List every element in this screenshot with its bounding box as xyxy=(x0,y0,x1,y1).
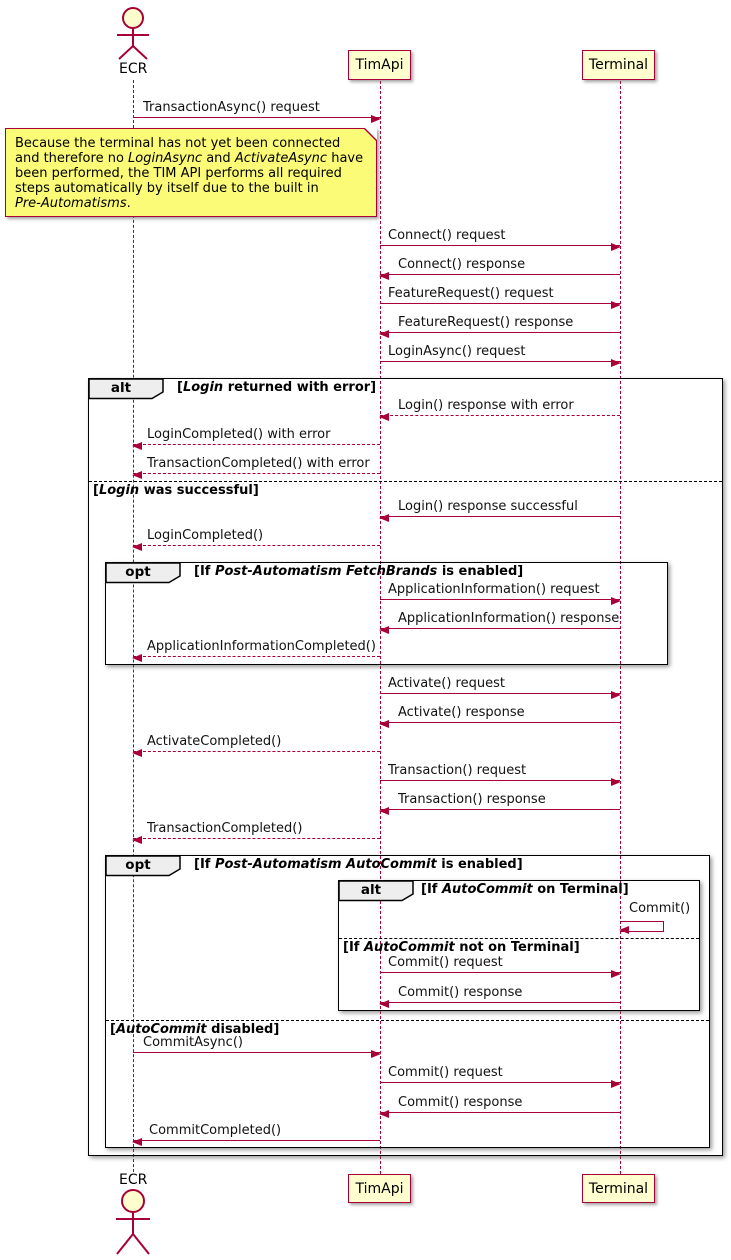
note-line: Pre-Automatisms. xyxy=(15,196,131,211)
actor-icon-bottom xyxy=(116,1189,150,1255)
divider-autocommit-not-on-terminal xyxy=(339,938,699,939)
condition-fetchbrands: [If Post-Automatism FetchBrands is enabl… xyxy=(194,564,524,579)
frame-opt-fetchbrands xyxy=(105,562,668,665)
note-line: Because the terminal has not yet been co… xyxy=(15,136,341,151)
note-line: and therefore no LoginAsync and Activate… xyxy=(15,151,364,166)
message-commit-request-terminal: Commit() request xyxy=(380,954,621,978)
divider-autocommit-disabled xyxy=(106,1020,709,1021)
frame-opt-autocommit-keyword: opt xyxy=(106,856,182,877)
message-commit-request: Commit() request xyxy=(380,1064,621,1088)
note-pre-automatisms: Because the terminal has not yet been co… xyxy=(5,128,377,217)
lifeline-terminal xyxy=(620,81,621,1174)
divider-login-success xyxy=(89,481,722,482)
message-activatecompleted: ActivateCompleted() xyxy=(132,733,380,757)
message-featurerequest-response: FeatureRequest() response xyxy=(379,314,620,338)
participant-timapi-top: TimApi xyxy=(348,50,411,80)
condition-login-error: [Login returned with error] xyxy=(177,380,377,395)
message-login-response-error: Login() response with error xyxy=(379,397,620,421)
message-commit-response-terminal: Commit() response xyxy=(379,984,620,1008)
condition-autocommit-disabled: [AutoCommit disabled] xyxy=(110,1022,280,1037)
note-line: steps automatically by itself due to the… xyxy=(15,181,319,196)
message-applicationinformationcompleted: ApplicationInformationCompleted() xyxy=(132,638,380,662)
frame-alt-login-keyword: alt xyxy=(89,379,165,400)
message-connect-request: Connect() request xyxy=(380,227,621,251)
note-line: been performed, the TIM API performs all… xyxy=(15,166,342,181)
message-logincompleted-error: LoginCompleted() with error xyxy=(132,426,380,450)
lifeline-ecr xyxy=(133,80,134,1172)
message-commit-self: Commit() xyxy=(619,901,700,937)
participant-ecr-bottom: ECR xyxy=(119,1172,148,1188)
frame-alt-terminal-keyword: alt xyxy=(339,881,415,902)
message-activate-request: Activate() request xyxy=(380,675,621,699)
participant-ecr-top: ECR xyxy=(119,61,148,77)
condition-autocommit-on-terminal: [If AutoCommit on Terminal] xyxy=(421,882,629,897)
message-login-response-successful: Login() response successful xyxy=(379,498,620,522)
message-connect-response: Connect() response xyxy=(379,256,620,280)
participant-terminal-bottom: Terminal xyxy=(582,1174,655,1203)
participant-timapi-bottom: TimApi xyxy=(348,1174,411,1203)
frame-alt-login xyxy=(88,378,723,1156)
participant-terminal-top: Terminal xyxy=(582,50,655,80)
message-transactioncompleted: TransactionCompleted() xyxy=(132,820,380,844)
message-transactionasync-request: TransactionAsync() request xyxy=(133,99,381,123)
message-commitcompleted: CommitCompleted() xyxy=(132,1122,380,1146)
condition-autocommit-enabled: [If Post-Automatism AutoCommit is enable… xyxy=(194,857,523,872)
message-transaction-request: Transaction() request xyxy=(380,762,621,786)
message-loginasync-request: LoginAsync() request xyxy=(380,343,621,367)
message-applicationinformation-request: ApplicationInformation() request xyxy=(380,581,621,605)
actor-icon-top xyxy=(117,7,149,60)
message-featurerequest-request: FeatureRequest() request xyxy=(380,285,621,309)
message-applicationinformation-response: ApplicationInformation() response xyxy=(379,610,620,634)
message-activate-response: Activate() response xyxy=(379,704,620,728)
condition-autocommit-not-on-terminal: [If AutoCommit not on Terminal] xyxy=(343,940,580,955)
message-logincompleted: LoginCompleted() xyxy=(132,527,380,551)
frame-alt-terminal xyxy=(338,880,700,1011)
message-commitasync: CommitAsync() xyxy=(133,1034,381,1058)
condition-login-success: [Login was successful] xyxy=(93,483,259,498)
message-transaction-response: Transaction() response xyxy=(379,791,620,815)
frame-opt-fetchbrands-keyword: opt xyxy=(106,563,182,584)
message-transactioncompleted-error: TransactionCompleted() with error xyxy=(132,455,380,479)
frame-opt-autocommit xyxy=(105,855,710,1148)
message-commit-response: Commit() response xyxy=(379,1094,620,1118)
